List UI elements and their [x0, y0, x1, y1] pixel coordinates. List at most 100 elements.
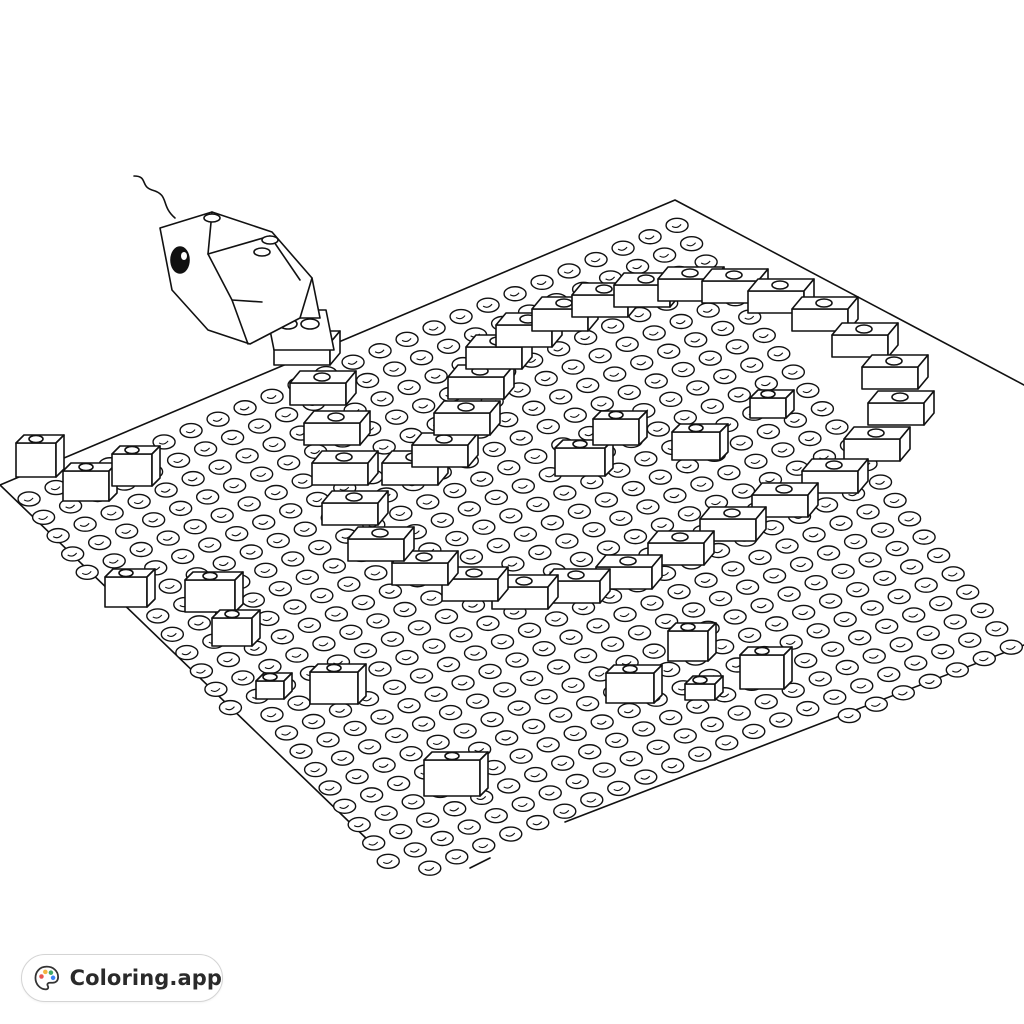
stud	[608, 781, 630, 795]
stud	[487, 539, 509, 553]
stud	[197, 490, 219, 504]
stud	[361, 788, 383, 802]
stud	[674, 729, 696, 743]
snake-brick-segment	[434, 401, 500, 435]
stud	[776, 539, 798, 553]
stud	[288, 696, 310, 710]
stud	[724, 610, 746, 624]
stud	[465, 646, 487, 660]
stud	[400, 747, 422, 761]
stud	[446, 532, 468, 546]
stud	[944, 615, 966, 629]
stud	[354, 644, 376, 658]
palette-icon	[34, 965, 60, 991]
stud	[240, 545, 262, 559]
stud	[62, 547, 84, 561]
snake-brick-segment	[844, 427, 910, 461]
stud	[803, 528, 825, 542]
snake-brick-segment	[448, 365, 514, 399]
stud	[446, 850, 468, 864]
stud	[176, 646, 198, 660]
snake-brick-segment	[392, 551, 458, 585]
stud	[504, 287, 526, 301]
stud	[618, 704, 640, 718]
stud	[253, 515, 275, 529]
stud	[500, 509, 522, 523]
coloring-app-badge[interactable]: Coloring.app	[21, 954, 223, 1002]
stud	[508, 701, 530, 715]
stud	[384, 362, 406, 376]
snake-brick-segment	[412, 433, 478, 467]
stud	[236, 449, 258, 463]
stud	[602, 319, 624, 333]
stud	[741, 358, 763, 372]
stud	[689, 747, 711, 761]
stud	[822, 642, 844, 656]
snake-brick-segment	[792, 297, 858, 331]
stud	[838, 709, 860, 723]
stud	[556, 534, 578, 548]
stud	[635, 452, 657, 466]
stud	[47, 529, 69, 543]
stud	[830, 516, 852, 530]
stud	[338, 577, 360, 591]
palette-dot-yellow	[43, 969, 48, 975]
loose-brick	[672, 424, 728, 460]
stud	[824, 690, 846, 704]
stud	[591, 715, 613, 729]
stud	[899, 512, 921, 526]
stud	[161, 627, 183, 641]
stud	[573, 601, 595, 615]
stud	[527, 497, 549, 511]
stud	[587, 619, 609, 633]
stud	[618, 385, 640, 399]
stud	[386, 728, 408, 742]
stud	[986, 622, 1008, 636]
stud	[373, 758, 395, 772]
stud	[346, 770, 368, 784]
stud	[195, 442, 217, 456]
stud	[103, 554, 125, 568]
stud	[496, 731, 518, 745]
stud	[614, 607, 636, 621]
stud	[701, 717, 723, 731]
stud	[130, 543, 152, 557]
stud	[390, 825, 412, 839]
loose-brick	[212, 610, 260, 646]
stud	[381, 632, 403, 646]
stud	[654, 248, 676, 262]
stud	[635, 770, 657, 784]
stud	[431, 831, 453, 845]
stud	[662, 759, 684, 773]
stud	[872, 523, 894, 537]
stud	[454, 724, 476, 738]
stud	[483, 442, 505, 456]
stud	[878, 667, 900, 681]
stud	[739, 628, 761, 642]
stud	[535, 372, 557, 386]
stud	[305, 763, 327, 777]
stud	[485, 490, 507, 504]
stud	[386, 410, 408, 424]
stud	[597, 541, 619, 555]
stud	[624, 530, 646, 544]
stud	[593, 763, 615, 777]
stud	[743, 724, 765, 738]
stud	[506, 653, 528, 667]
stud	[332, 751, 354, 765]
stud	[452, 676, 474, 690]
stud	[313, 637, 335, 651]
stud	[610, 511, 632, 525]
stud	[498, 461, 520, 475]
stud	[732, 484, 754, 498]
stud	[664, 488, 686, 502]
stud	[342, 355, 364, 369]
stud	[533, 642, 555, 656]
stud	[656, 614, 678, 628]
loose-brick	[685, 676, 723, 700]
stud	[269, 582, 291, 596]
stud	[728, 706, 750, 720]
stud	[531, 275, 553, 289]
stud	[737, 580, 759, 594]
stud	[845, 535, 867, 549]
